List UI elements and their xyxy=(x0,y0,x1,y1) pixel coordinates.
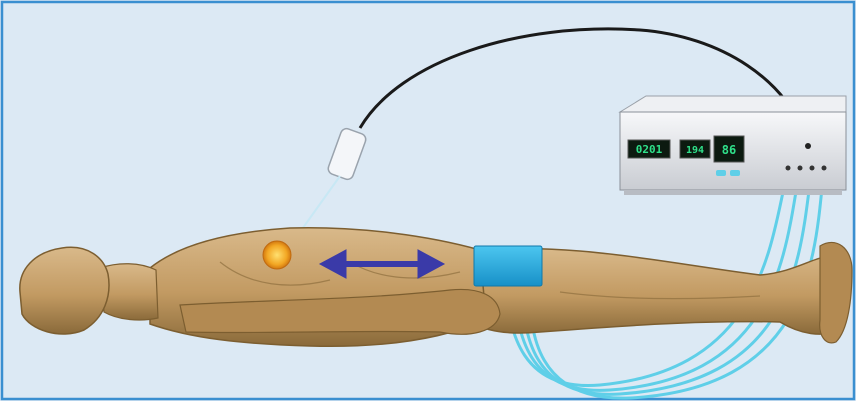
display-mid: 194 xyxy=(686,145,704,156)
connector-port-4[interactable] xyxy=(822,166,827,171)
display-left: 0201 xyxy=(636,143,663,156)
tumor-target xyxy=(263,241,291,269)
rf-generator: 0201 194 86 xyxy=(620,96,846,195)
generator-button-1[interactable] xyxy=(716,170,726,176)
connector-port-1[interactable] xyxy=(786,166,791,171)
connector-port-3[interactable] xyxy=(810,166,815,171)
connector-port-2[interactable] xyxy=(798,166,803,171)
display-right: 86 xyxy=(722,143,736,157)
generator-button-2[interactable] xyxy=(730,170,740,176)
probe-port[interactable] xyxy=(805,143,811,149)
grounding-pad xyxy=(474,246,542,286)
